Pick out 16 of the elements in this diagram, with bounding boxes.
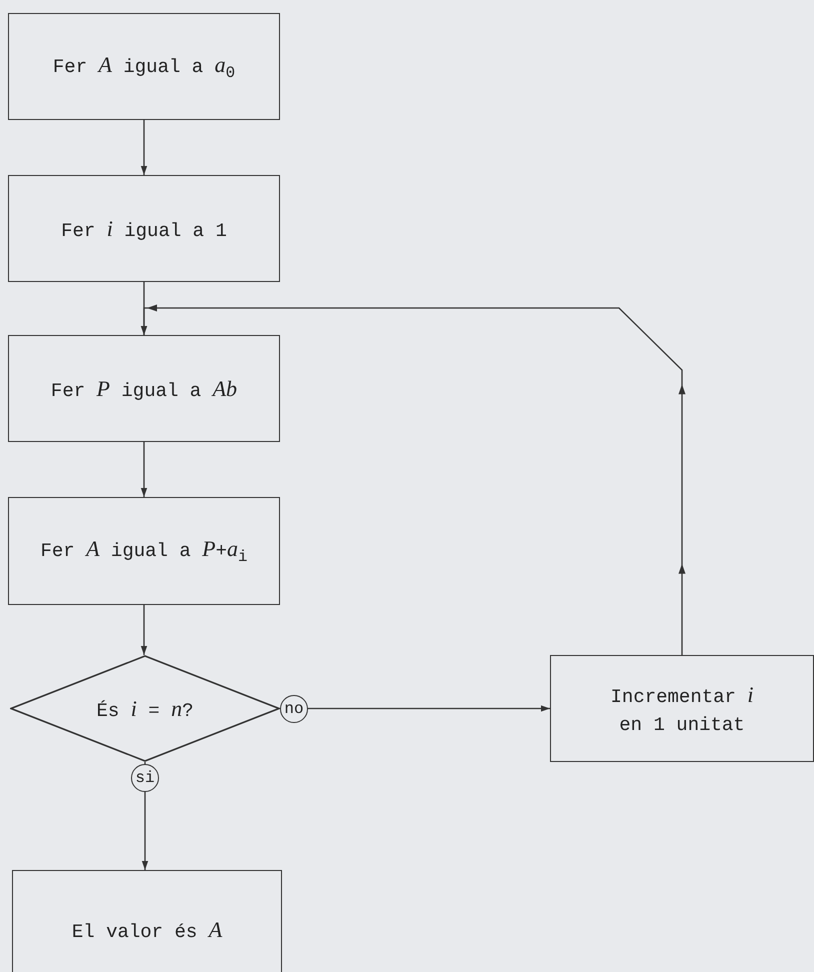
node-text: Incrementar i en 1 unitat bbox=[610, 680, 754, 738]
process-box bbox=[550, 655, 814, 762]
node-text: Fer i igual a 1 bbox=[61, 214, 227, 244]
process-box bbox=[8, 13, 280, 120]
node-text: Fer A igual a a$_{0}$ bbox=[52, 50, 236, 84]
node-text: Fer P igual a Ab bbox=[50, 374, 238, 404]
node-text: Fer A igual a P+a$_{i}$ bbox=[40, 535, 248, 568]
node-text: El valor és A bbox=[72, 916, 222, 946]
edge-label: no bbox=[280, 694, 308, 722]
node-text: És i = n? bbox=[96, 694, 194, 724]
edge-label: si bbox=[131, 764, 159, 792]
process-box bbox=[12, 870, 282, 972]
decision-diamond bbox=[10, 655, 280, 762]
process-box bbox=[8, 335, 280, 442]
process-box bbox=[8, 175, 280, 282]
process-box bbox=[8, 497, 280, 605]
